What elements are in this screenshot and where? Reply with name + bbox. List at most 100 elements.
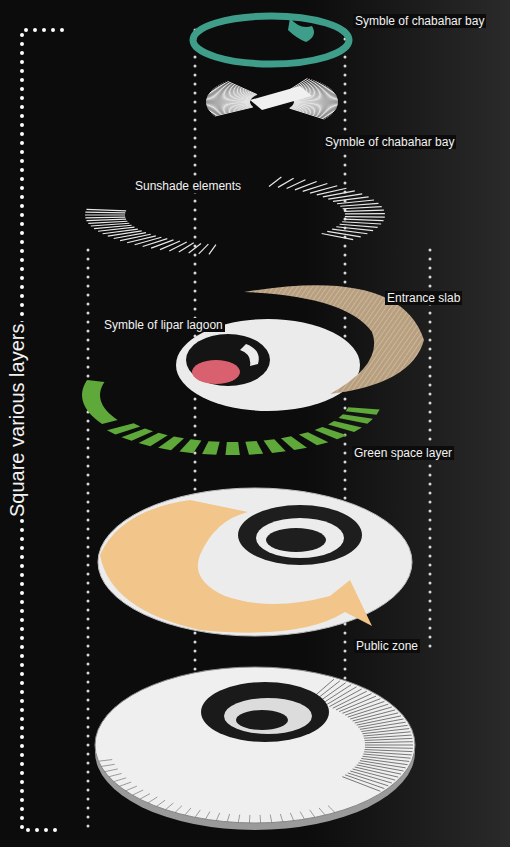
sunshade-line bbox=[343, 207, 382, 209]
sunshade-line bbox=[127, 236, 156, 243]
hatch-line bbox=[348, 773, 388, 786]
sunshade-line bbox=[108, 231, 142, 236]
green-band bbox=[82, 380, 118, 424]
step-line bbox=[119, 782, 131, 786]
sunshade-line bbox=[88, 221, 127, 223]
fan-line bbox=[207, 103, 251, 105]
base-disc bbox=[95, 667, 415, 823]
green-segment bbox=[315, 427, 347, 439]
green-segment bbox=[339, 414, 373, 423]
hatch-line bbox=[365, 747, 413, 748]
fan-line bbox=[206, 102, 250, 104]
green-segment bbox=[179, 439, 201, 453]
sunshade-line bbox=[199, 244, 209, 254]
layer-label: Public zone bbox=[354, 639, 420, 653]
hatch-line bbox=[345, 701, 384, 715]
sunshade-line bbox=[340, 203, 378, 206]
step-line bbox=[175, 806, 182, 813]
base-hatch bbox=[98, 679, 413, 823]
sunshade-line bbox=[310, 186, 337, 193]
lagoon-disc bbox=[176, 319, 360, 411]
fan-line bbox=[227, 81, 257, 94]
fan-line bbox=[291, 107, 328, 117]
step-line bbox=[270, 815, 271, 823]
layer-label: Sunshade elements bbox=[133, 179, 243, 193]
sunshade-line bbox=[345, 216, 385, 218]
fan-line bbox=[206, 102, 250, 103]
step-line bbox=[260, 815, 261, 823]
sunshade-line bbox=[345, 213, 385, 215]
bracket-label: Square various layers bbox=[6, 321, 28, 518]
hatch-line bbox=[362, 756, 409, 761]
hatch-line bbox=[365, 750, 413, 752]
step-line bbox=[290, 813, 293, 821]
hatch-line bbox=[365, 742, 413, 743]
green-segment bbox=[328, 421, 362, 432]
hatch-line bbox=[348, 704, 388, 717]
public-void bbox=[238, 505, 362, 565]
step-line bbox=[109, 773, 122, 776]
step-line bbox=[238, 815, 239, 823]
layer-label: Symble of chabahar bay bbox=[353, 14, 486, 28]
step-line bbox=[300, 812, 304, 820]
fan-line bbox=[294, 100, 338, 102]
hatch-line bbox=[364, 735, 412, 738]
hatch-line bbox=[353, 769, 396, 780]
fan-line bbox=[208, 104, 251, 108]
green-segment bbox=[281, 436, 307, 450]
bay-ring bbox=[193, 16, 349, 64]
public-disc bbox=[98, 488, 412, 636]
lagoon-symbol bbox=[192, 360, 240, 384]
public-zone bbox=[100, 500, 372, 633]
step-line bbox=[328, 806, 335, 813]
hatch-line bbox=[350, 771, 392, 783]
hatch-line bbox=[353, 710, 396, 721]
sunshade-line bbox=[344, 210, 384, 211]
sunshade-line bbox=[340, 224, 378, 227]
green-segment bbox=[299, 432, 329, 445]
sunshade-line bbox=[169, 242, 187, 251]
base-void bbox=[201, 682, 329, 742]
step-line bbox=[126, 786, 137, 791]
bay-shape bbox=[288, 18, 314, 42]
hatch-line bbox=[365, 745, 413, 746]
hatch-line bbox=[362, 729, 409, 734]
sunshade-line bbox=[85, 214, 125, 215]
step-line bbox=[280, 814, 282, 822]
fan-slab bbox=[250, 86, 312, 110]
bracket bbox=[22, 30, 62, 830]
step-line bbox=[166, 803, 174, 810]
sunshade-line bbox=[303, 183, 328, 191]
step-line bbox=[98, 760, 112, 762]
lagoon-island bbox=[240, 344, 259, 366]
sunshade-lines bbox=[85, 177, 385, 254]
hatch-line bbox=[355, 767, 399, 777]
green-segment bbox=[107, 423, 140, 434]
sunshade-line bbox=[269, 177, 281, 187]
hatch-line bbox=[360, 722, 406, 729]
hatch-line bbox=[361, 758, 407, 764]
sunshade-line bbox=[160, 241, 180, 250]
hatch-line bbox=[365, 738, 413, 740]
green-segment bbox=[346, 407, 380, 414]
fan-line bbox=[223, 83, 255, 95]
green-segment bbox=[225, 442, 239, 455]
green-segment bbox=[264, 439, 286, 453]
guide-line bbox=[87, 250, 90, 830]
sunshade-line bbox=[179, 243, 194, 252]
layer-label: Symble of lipar lagoon bbox=[102, 318, 225, 332]
sunshade-line bbox=[337, 200, 374, 204]
sunshade-line bbox=[86, 209, 126, 210]
sunshade-line bbox=[135, 237, 162, 244]
step-line bbox=[216, 813, 219, 821]
step-line bbox=[310, 810, 315, 817]
step-line bbox=[227, 814, 229, 822]
base-void-inner bbox=[236, 710, 288, 730]
sunshade-line bbox=[342, 222, 381, 224]
hatch-line bbox=[350, 707, 392, 719]
sunshade-line bbox=[344, 219, 384, 220]
hatch-line bbox=[339, 696, 376, 711]
